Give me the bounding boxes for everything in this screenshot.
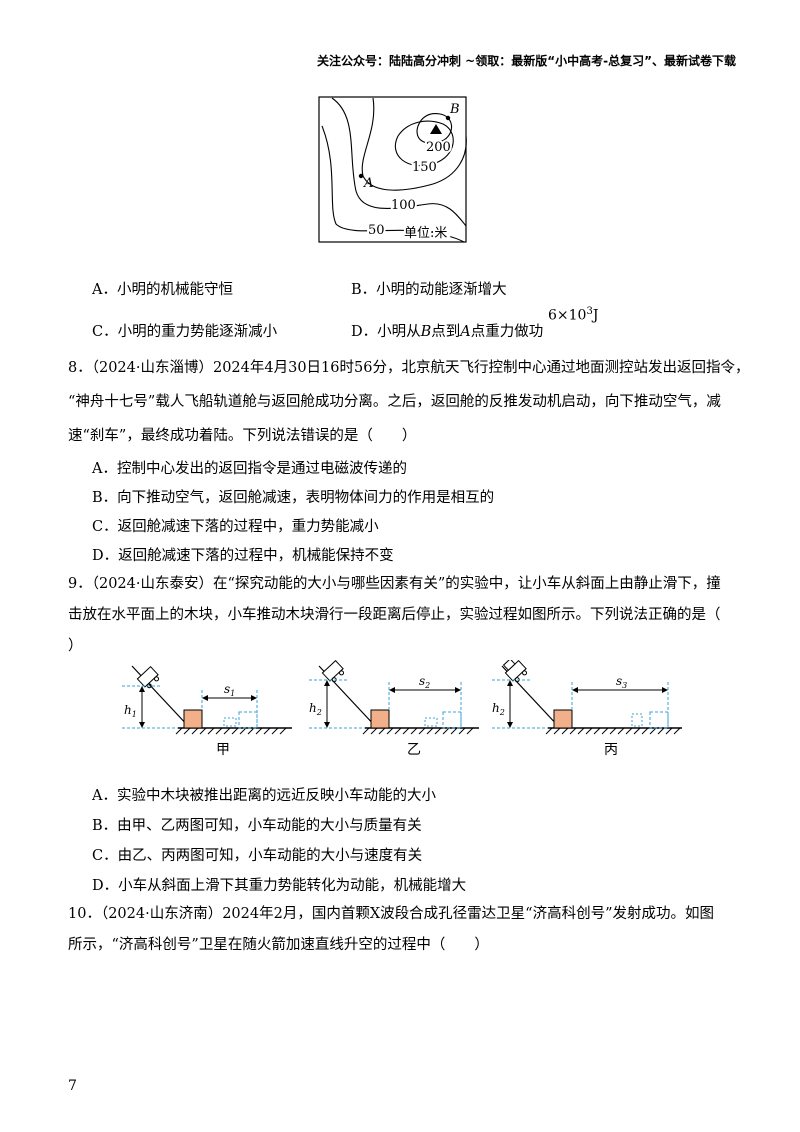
caption: 乙	[407, 742, 421, 758]
q7-work-exp: 3	[586, 306, 593, 317]
q7-option-b: B．小明的动能逐渐增大	[351, 282, 507, 298]
contour-outer	[361, 97, 467, 191]
wood-block	[553, 709, 573, 729]
svg-text:s1: s1	[224, 682, 235, 698]
q7-option-d-mid: 点到	[431, 324, 461, 340]
q9-experiment-figures: h1 s1 甲 h2	[122, 660, 682, 758]
q8-option-a: A．控制中心发出的返回指令是通过电磁波传递的	[92, 461, 407, 477]
loaded-cart-icon	[502, 660, 528, 683]
page-header: 关注公众号：陆陆高分冲刺 ~领取：最新版“小中高考-总复习”、最新试卷下载	[317, 54, 736, 68]
page-number: 7	[68, 1078, 77, 1094]
wood-block	[183, 709, 203, 729]
q8-option-c: C．返回舱减速下落的过程中，重力势能减小	[92, 519, 379, 535]
q8-option-b: B．向下推动空气，返回舱减速，表明物体间力的作用是相互的	[92, 490, 495, 506]
svg-text:h1: h1	[124, 703, 137, 719]
point-b-marker	[445, 115, 451, 121]
point-a-marker	[358, 173, 364, 179]
svg-text:h2: h2	[309, 701, 322, 717]
s-sub: 2	[424, 681, 430, 690]
map-frame	[318, 96, 467, 243]
cart-icon	[321, 660, 345, 683]
q8-line-2: “神舟十七号”载人飞船轨道舱与返回舱成功分离。之后，返回舱的反推发动机启动，向下…	[68, 394, 721, 410]
ground-hatch	[362, 727, 474, 735]
ground-hatch	[175, 727, 287, 735]
q8-line-1: 8．（2024·山东淄博）2024年4月30日16时56分，北京航天飞行控制中心…	[68, 360, 750, 376]
contour-map-figure: B A 200 150 100 50 单位:米	[318, 96, 467, 243]
q7-option-d-b: B	[420, 324, 432, 340]
q7-work-unit: J	[592, 307, 599, 324]
q9-option-d: D．小车从斜面上滑下其重力势能转化为动能，机械能增大	[92, 878, 467, 894]
cart-final-position	[424, 717, 438, 727]
arrow-head-up	[139, 686, 145, 692]
q7-work-base: 6×10	[548, 307, 587, 324]
arrow-head-down	[139, 722, 145, 728]
s-sub: 3	[622, 681, 627, 690]
contour-150	[394, 120, 454, 167]
h-sub: 2	[316, 708, 322, 717]
block-final-position	[649, 711, 669, 729]
block-final-position	[238, 711, 258, 729]
q9-line-1: 9．（2024·山东泰安）在“探究动能的大小与哪些因素有关”的实验中，让小车从斜…	[68, 576, 721, 592]
block-final-position	[442, 711, 462, 729]
label-point-a: A	[363, 176, 373, 191]
figure-jia: h1 s1 甲	[122, 665, 292, 758]
figure-yi: h2 s2 乙	[309, 660, 479, 758]
q7-option-d: D．小明从B点到A点重力做功	[351, 320, 543, 341]
label-contour-100: 100	[391, 198, 416, 213]
h-label: h	[124, 703, 132, 717]
wood-block	[370, 709, 390, 729]
label-contour-200: 200	[426, 140, 451, 155]
summit-triangle-icon	[430, 124, 442, 134]
q8-line-3: 速“刹车”，最终成功着陆。下列说法错误的是（ ）	[68, 428, 417, 444]
h-sub: 1	[132, 710, 137, 719]
ground-hatch	[545, 727, 681, 735]
label-point-b: B	[449, 102, 460, 117]
contour-50	[321, 125, 465, 243]
h-label: h	[309, 701, 317, 715]
q8-option-d: D．返回舱减速下落的过程中，机械能保持不变	[92, 548, 394, 564]
contour-200	[416, 113, 452, 144]
q7-option-a: A．小明的机械能守恒	[92, 282, 233, 298]
q7-work-value: 6×103J	[548, 306, 598, 324]
caption: 丙	[604, 742, 618, 758]
q9-option-a: A．实验中木块被推出距离的远近反映小车动能的大小	[92, 788, 436, 804]
contour-100	[331, 97, 467, 227]
q7-option-d-a: A	[460, 324, 471, 340]
cart-icon	[136, 665, 160, 689]
svg-text:h2: h2	[492, 701, 505, 717]
q10-line-2: 所示，“济高科创号”卫星在随火箭加速直线升空的过程中（ ）	[68, 937, 489, 953]
label-contour-50: 50	[368, 223, 385, 238]
h-label: h	[492, 701, 500, 715]
q7-option-d-text: D．小明从	[351, 324, 421, 340]
q7-option-d-tail: 点重力做功	[470, 324, 544, 340]
svg-text:s2: s2	[419, 674, 430, 690]
h-sub: 2	[499, 708, 505, 717]
caption: 甲	[216, 742, 230, 758]
s-label: s	[419, 674, 425, 688]
q9-option-c: C．由乙、丙两图可知，小车动能的大小与速度有关	[92, 848, 423, 864]
label-unit: 单位:米	[404, 226, 447, 241]
q10-line-1: 10．（2024·山东济南）2024年2月，国内首颗X波段合成孔径雷达卫星“济高…	[68, 906, 714, 922]
s-sub: 1	[230, 689, 235, 698]
s-label: s	[616, 674, 622, 688]
svg-text:s3: s3	[616, 674, 627, 690]
s-label: s	[224, 682, 230, 696]
q9-option-b: B．由甲、乙两图可知，小车动能的大小与质量有关	[92, 818, 422, 834]
q9-line-2: 击放在水平面上的木块，小车推动木块滑行一段距离后停止，实验过程如图所示。下列说法…	[68, 607, 721, 623]
q9-line-3: ）	[68, 638, 83, 654]
figure-bing: h2 s3 丙	[492, 660, 682, 758]
cart-final-position	[631, 713, 643, 727]
label-contour-150: 150	[412, 160, 437, 175]
cart-final-position	[223, 717, 237, 727]
q7-option-c: C．小明的重力势能逐渐减小	[92, 324, 278, 340]
